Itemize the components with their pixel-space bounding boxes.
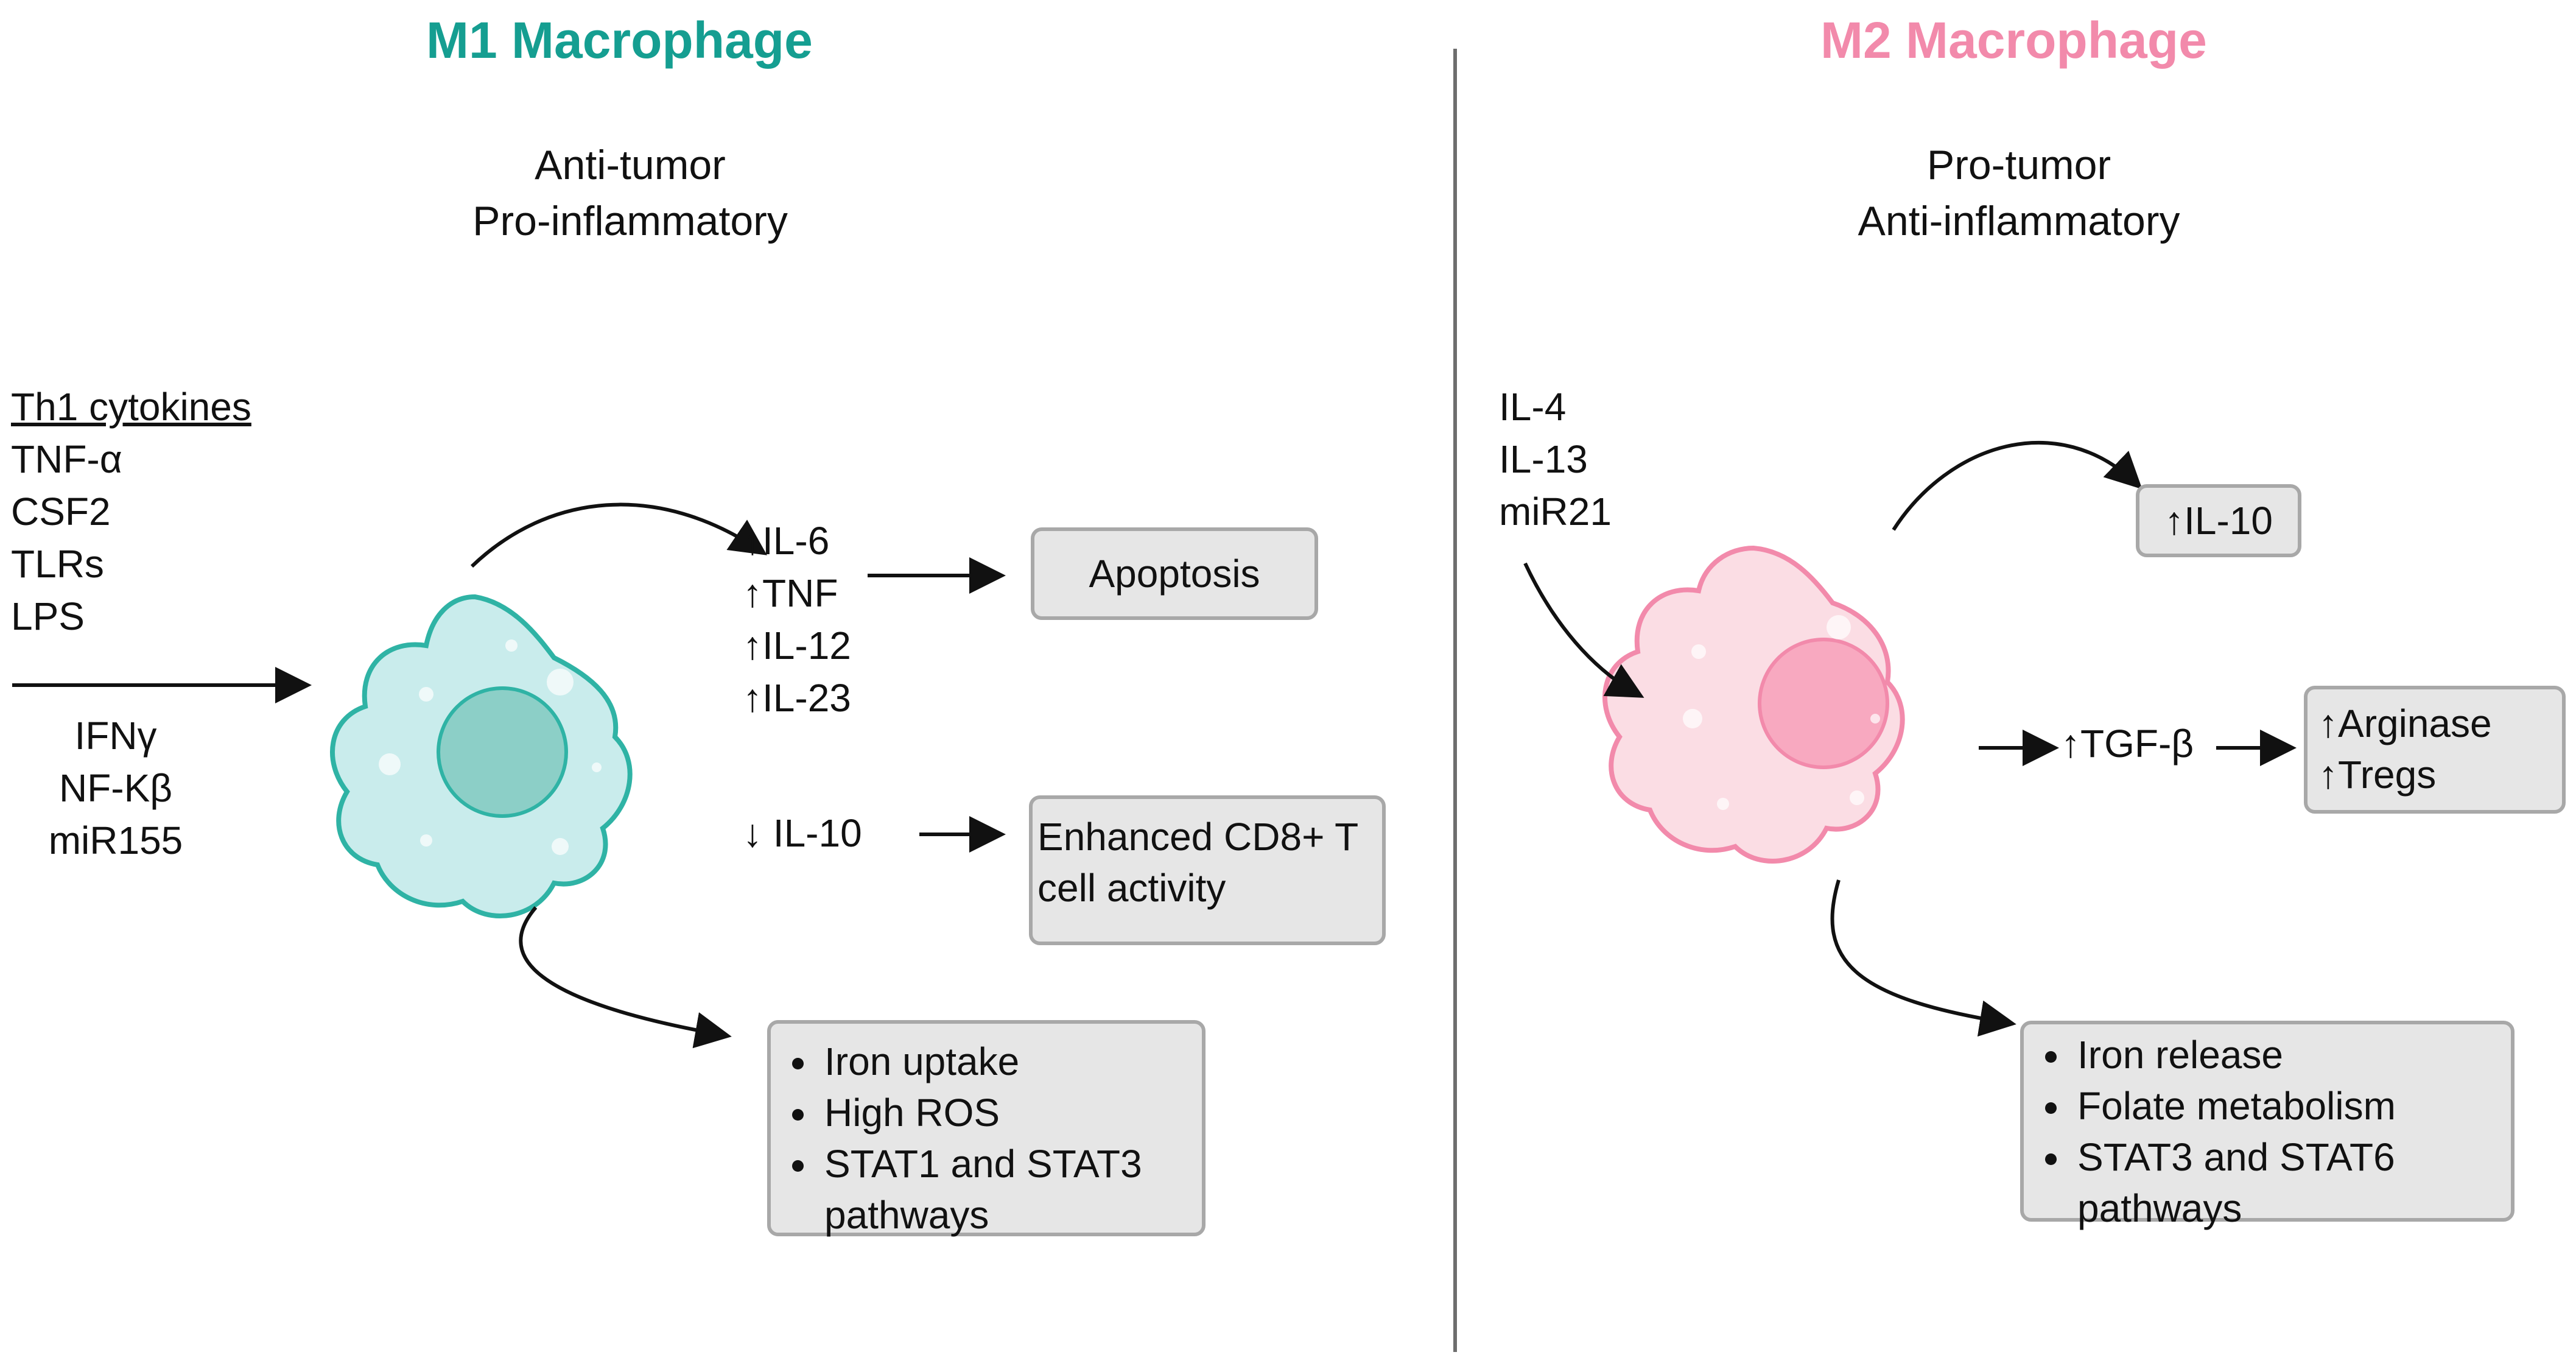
m2-arginase-line-2: ↑Tregs — [2318, 753, 2437, 797]
m1-input-item: TLRs — [11, 542, 104, 586]
m2-feature-item: Iron release — [2072, 1029, 2511, 1080]
m1-cd8-box: Enhanced CD8+ T cell activity — [1029, 795, 1386, 945]
m2-input-item: IL-4 — [1499, 385, 1567, 429]
m2-macrophage-cell — [1602, 545, 1905, 864]
m1-input-lower-item: NF-Kβ — [58, 766, 173, 810]
m2-features-arrow — [1830, 879, 2016, 1037]
m1-input-lower-item: miR155 — [48, 819, 183, 862]
m2-input-item: IL-13 — [1499, 437, 1588, 481]
m2-tgf-marker: ↑TGF-β — [2061, 722, 2194, 766]
m2-arginase-box: ↑Arginase ↑Tregs — [2304, 686, 2566, 814]
m1-subtitle-line-2: Pro-inflammatory — [472, 198, 788, 244]
m1-feature-item: STAT1 and STAT3 pathways — [819, 1138, 1165, 1241]
m1-up-marker: ↑IL-12 — [743, 624, 851, 667]
m1-input-lower-item: IFNγ — [74, 714, 157, 758]
m1-feature-item: High ROS — [819, 1087, 1202, 1138]
m2-features-box: Iron release Folate metabolism STAT3 and… — [2020, 1021, 2515, 1230]
m2-il10-box: ↑IL-10 — [2136, 484, 2301, 557]
m1-apoptosis-label: Apoptosis — [1089, 552, 1260, 596]
m1-macrophage-cell — [330, 594, 633, 918]
m1-inputs: Th1 cytokines TNF-α CSF2 TLRs LPS — [11, 381, 251, 643]
m1-cd8-line-1: Enhanced CD8+ T — [1037, 815, 1359, 859]
m2-inputs: IL-4 IL-13 miR21 — [1499, 381, 1612, 538]
m2-il10-label: ↑IL-10 — [2164, 499, 2273, 543]
m1-input-item: TNF-α — [11, 437, 122, 481]
m1-up-marker: ↑IL-6 — [743, 519, 830, 563]
m1-up-marker: ↑TNF — [743, 571, 838, 615]
m1-feature-item: Iron uptake — [819, 1036, 1202, 1087]
m2-subtitle-line-2: Anti-inflammatory — [1858, 198, 2180, 244]
m1-features-arrow — [519, 906, 732, 1049]
m2-arginase-line-1: ↑Arginase — [2318, 702, 2492, 745]
m1-up-marker: ↑IL-23 — [743, 676, 851, 720]
m1-down-marker: ↓ IL-10 — [743, 811, 862, 855]
m1-features-box: Iron uptake High ROS STAT1 and STAT3 pat… — [767, 1020, 1206, 1237]
m2-il10-arrow — [1892, 440, 2143, 531]
m1-apoptosis-box: Apoptosis — [1031, 527, 1318, 620]
m2-subtitle-line-1: Pro-tumor — [1926, 142, 2111, 188]
m1-title: M1 Macrophage — [426, 12, 813, 69]
m2-title: M2 Macrophage — [1820, 12, 2207, 69]
m1-subtitle: Anti-tumor Pro-inflammatory — [356, 137, 904, 249]
m1-up-markers: ↑IL-6 ↑TNF ↑IL-12 ↑IL-23 — [743, 515, 851, 724]
m1-cd8-line-2: cell activity — [1037, 866, 1226, 910]
m1-upregulation-arrow — [470, 502, 767, 568]
m1-inputs-header: Th1 cytokines — [11, 385, 251, 429]
m1-input-item: LPS — [11, 594, 85, 638]
m1-inputs-lower: IFNγ NF-Kβ miR155 — [30, 709, 201, 867]
m2-input-item: miR21 — [1499, 490, 1612, 533]
m2-subtitle: Pro-tumor Anti-inflammatory — [1745, 137, 2293, 249]
m1-input-item: CSF2 — [11, 490, 111, 533]
m2-feature-item: STAT3 and STAT6 pathways — [2072, 1132, 2467, 1234]
m1-subtitle-line-1: Anti-tumor — [535, 142, 726, 188]
m2-feature-item: Folate metabolism — [2072, 1080, 2511, 1132]
m2-input-arrow — [1523, 562, 1644, 698]
